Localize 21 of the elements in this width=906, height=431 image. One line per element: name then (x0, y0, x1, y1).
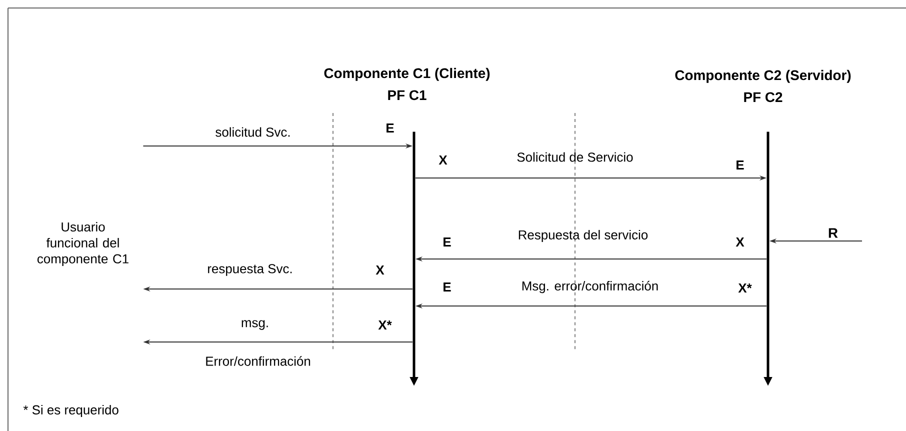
movement-mark: X* (738, 284, 752, 292)
movement-mark: E (736, 160, 744, 170)
movement-mark: E (386, 124, 394, 132)
edge-label: solicitud Svc. (216, 127, 290, 137)
movement-mark: E (444, 282, 451, 292)
edge-label: respuesta Svc. (208, 264, 292, 276)
edge-label: Solicitud de Servicio (517, 152, 633, 162)
movement-mark: X (438, 156, 448, 164)
movement-mark: X (376, 266, 384, 274)
component-heading: Componente C2 (Servidor) PF C2 (675, 70, 851, 102)
edge-label: Respuesta del servicio (518, 230, 648, 242)
edge-label: Msg. error/confirmación (522, 280, 658, 294)
actor-label: Usuario funcional del componente C1 (37, 222, 128, 266)
edge-label: R (828, 228, 838, 238)
component-heading: Componente C1 (Cliente) PF C1 (324, 68, 490, 100)
arrow-caption: Error/confirmación (206, 356, 310, 366)
edge-label: msg. (242, 320, 268, 330)
movement-mark: E (444, 238, 451, 246)
footnote: * Si es requerido (23, 404, 118, 418)
movement-mark: X (736, 238, 744, 246)
movement-mark: X* (378, 320, 392, 330)
